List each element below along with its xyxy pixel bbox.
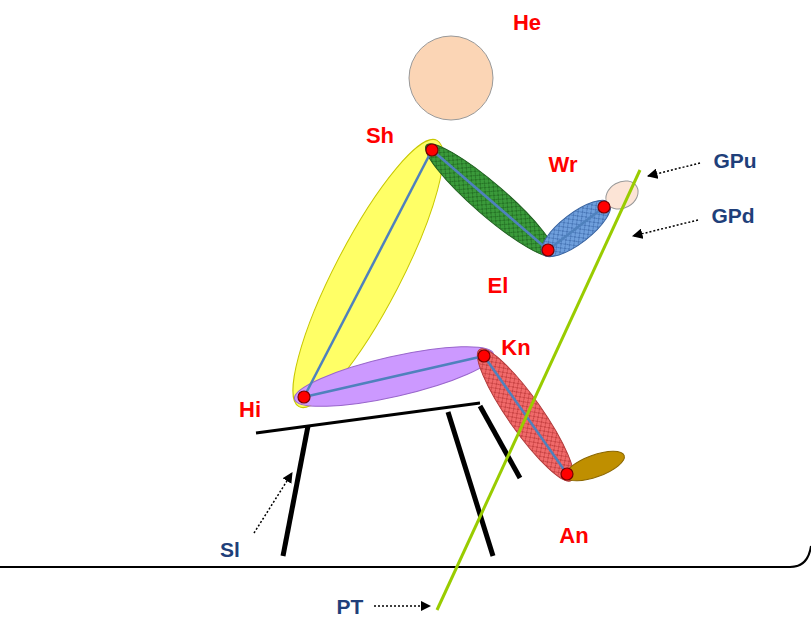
joint-dot xyxy=(478,350,490,362)
joint-dot xyxy=(298,391,310,403)
leader-arrow xyxy=(648,163,700,176)
stool-leg xyxy=(283,426,308,556)
part-label: He xyxy=(513,12,541,34)
joint-dot xyxy=(598,201,610,213)
segment-axes xyxy=(304,150,604,474)
segment-axis xyxy=(432,150,548,250)
segment-axis xyxy=(304,356,484,397)
forearm-segment xyxy=(534,191,619,266)
part-label: Wr xyxy=(549,154,578,176)
joint-markers xyxy=(298,144,610,480)
joint-dot xyxy=(561,468,573,480)
leader-arrow xyxy=(374,605,430,607)
part-label: El xyxy=(488,275,509,297)
part-label: GPd xyxy=(711,205,754,226)
leader-arrow xyxy=(254,473,292,533)
head-circle xyxy=(409,36,493,120)
pole-line xyxy=(437,170,640,610)
joint-dot xyxy=(426,144,438,156)
part-label: PT xyxy=(337,596,364,617)
joint-dot xyxy=(542,244,554,256)
segment-axis xyxy=(548,207,604,250)
stool xyxy=(256,403,520,556)
part-label: GPu xyxy=(713,150,756,171)
part-label: An xyxy=(559,525,588,547)
stool-seat xyxy=(256,403,480,433)
leader-arrows xyxy=(254,163,700,606)
leader-arrow xyxy=(633,220,698,236)
part-label: Sh xyxy=(366,125,394,147)
part-label: Hi xyxy=(239,399,261,421)
thigh-segment xyxy=(290,334,498,418)
part-label: Kn xyxy=(501,337,530,359)
ground-line xyxy=(0,546,811,567)
foot-segment xyxy=(562,445,628,487)
part-label: Sl xyxy=(220,539,240,560)
segment-axis xyxy=(304,150,432,397)
